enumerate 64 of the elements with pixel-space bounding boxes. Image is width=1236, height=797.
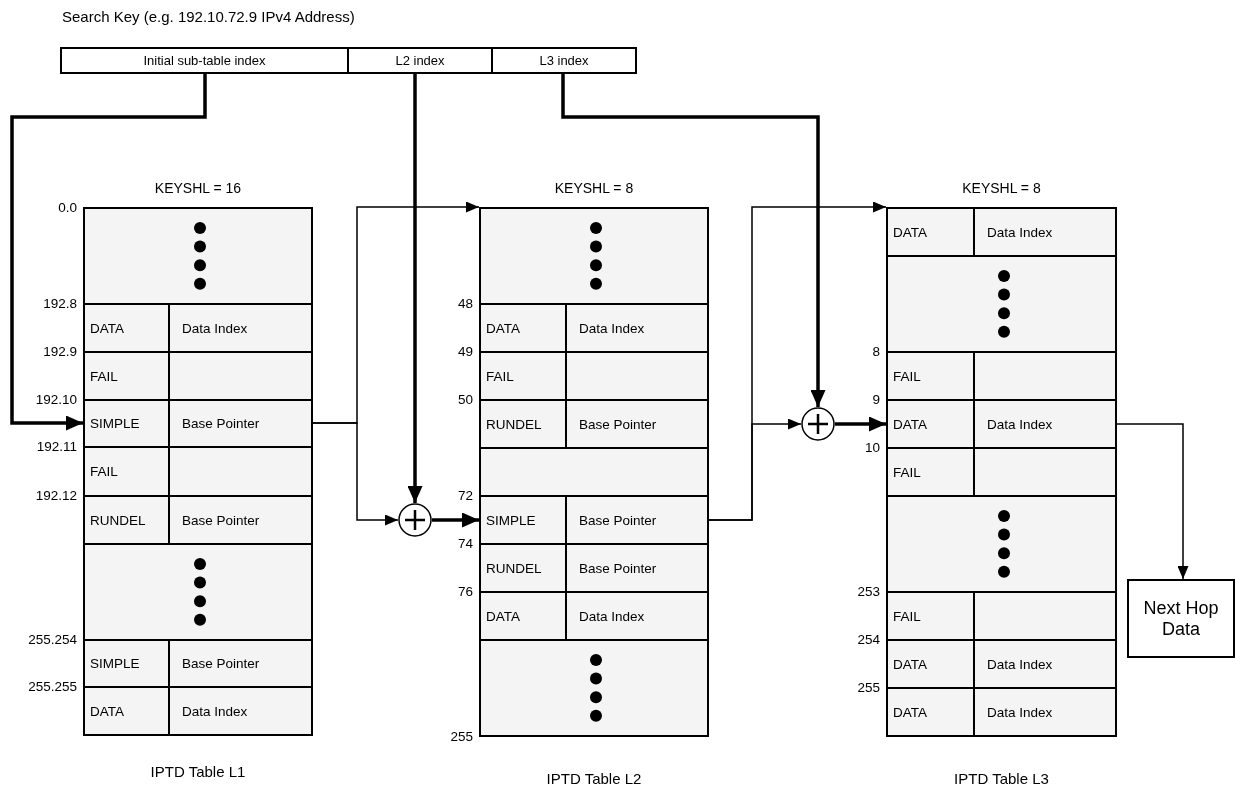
table-caption: IPTD Table L3: [953, 770, 1050, 787]
next-hop-box: Next Hop Data: [1127, 579, 1235, 658]
index-label: 255.255: [28, 679, 77, 695]
search-key-heading: Search Key (e.g. 192.10.72.9 IPv4 Address): [62, 8, 355, 25]
index-label: 255: [857, 680, 880, 696]
table-heading: KEYSHL = 8: [553, 180, 635, 196]
table-heading: KEYSHL = 16: [153, 180, 243, 196]
index-label: 72: [457, 488, 473, 504]
entry-value: Data Index: [579, 319, 645, 338]
index-label: 192.12: [35, 488, 77, 504]
entry-type: DATA: [888, 689, 975, 735]
index-label: 0.0: [58, 200, 77, 216]
index-label: 49: [457, 344, 473, 360]
entry-type: DATA: [85, 688, 170, 734]
arrow: [708, 418, 802, 521]
arrow: [312, 422, 399, 526]
index-label: 192.10: [35, 392, 77, 408]
entry-value: Data Index: [987, 703, 1053, 722]
index-label: 192.9: [43, 344, 77, 360]
arrow: [10, 74, 207, 431]
arrow: [407, 74, 423, 503]
index-label: 50: [457, 392, 473, 408]
table-row: [83, 543, 313, 641]
entry-value: Data Index: [987, 223, 1053, 242]
table-heading: KEYSHL = 8: [961, 180, 1042, 196]
key-field: L2 index: [347, 47, 493, 74]
table-row: [886, 495, 1117, 593]
index-label: 192.8: [43, 296, 77, 312]
entry-value: Base Pointer: [579, 415, 657, 434]
entry-value: Data Index: [987, 415, 1053, 434]
adder-symbol: [398, 503, 432, 537]
arrow: [835, 416, 886, 432]
entry-value: Base Pointer: [182, 655, 260, 673]
index-label: 10: [864, 440, 880, 456]
entry-value: Base Pointer: [182, 415, 260, 433]
entry-value: Base Pointer: [579, 511, 657, 530]
entry-value: Data Index: [182, 319, 248, 338]
table-row: [479, 447, 709, 497]
entry-value: Data Index: [987, 655, 1053, 674]
index-label: 255: [450, 729, 473, 745]
index-label: 9: [872, 392, 880, 408]
table-row: [479, 207, 709, 305]
key-field: Initial sub-table index: [60, 47, 349, 74]
entry-value: Base Pointer: [579, 559, 657, 578]
index-label: 192.11: [36, 439, 77, 455]
table-caption: IPTD Table L2: [545, 770, 643, 787]
index-label: 253: [857, 584, 880, 600]
index-label: 48: [457, 296, 473, 312]
entry-value: Base Pointer: [182, 511, 260, 530]
table-row: [886, 207, 1117, 257]
index-label: 76: [457, 584, 473, 600]
table-row: [886, 255, 1117, 353]
index-label: 8: [872, 344, 880, 360]
table-caption: IPTD Table L1: [149, 763, 247, 780]
entry-value: Data Index: [579, 607, 645, 626]
entry-value: Data Index: [182, 702, 248, 721]
index-label: 74: [457, 536, 473, 552]
index-label: 254: [857, 632, 880, 648]
arrow: [432, 512, 479, 528]
arrow: [561, 74, 826, 407]
index-label: 255.254: [28, 632, 77, 648]
arrow: [1116, 423, 1189, 580]
key-field: L3 index: [491, 47, 637, 74]
adder-symbol: [801, 407, 835, 441]
